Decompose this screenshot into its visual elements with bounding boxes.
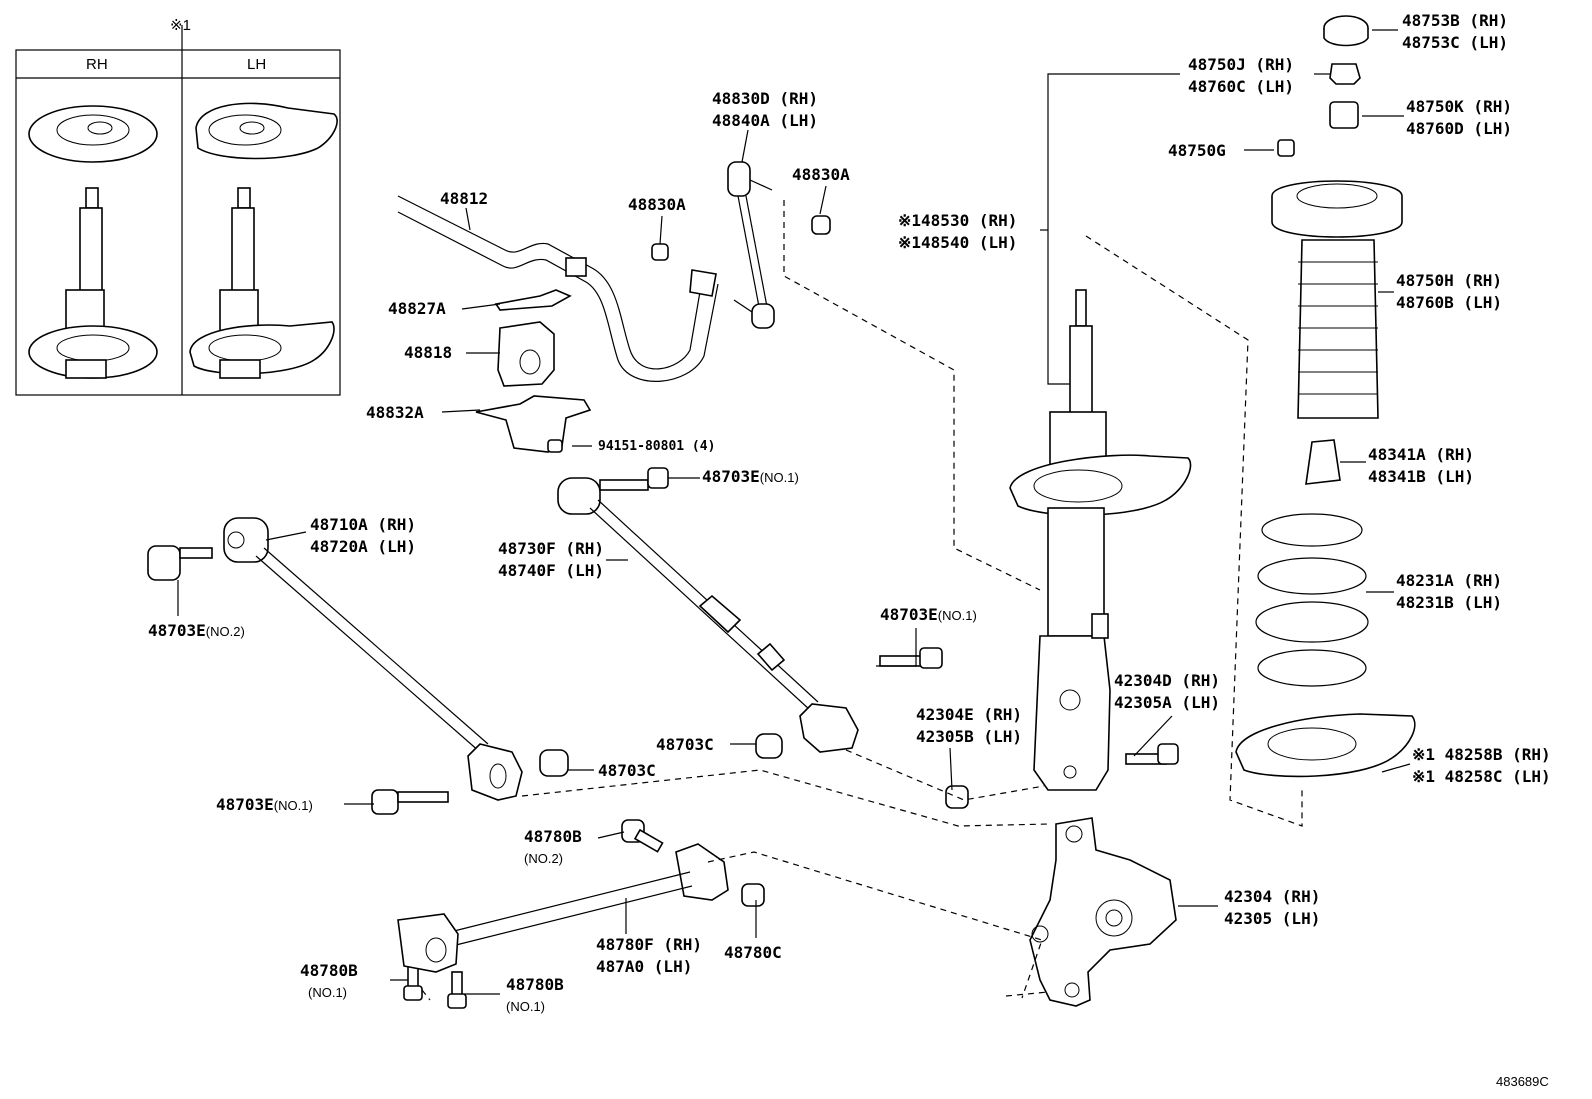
label-48818: 48818 [404,343,453,362]
label-42304e: 42304E (RH)42305B (LH) [916,705,1022,746]
label-48780b-right: 48780B(NO.1) [506,975,564,1014]
stabilizer-bar [397,161,831,382]
label-42304d: 42304D (RH)42305A (LH) [1114,671,1220,712]
spring-components [1235,15,1416,778]
label-48750g: 48750G [1168,141,1226,160]
bushing-brackets [475,289,592,453]
label-48750h: 48750H (RH)48760B (LH) [1396,271,1502,312]
label-48830d: 48830D (RH)48840A (LH) [712,89,818,130]
label-48780f: 48780F (RH)487A0 (LH) [596,935,702,976]
label-48530: ※148530 (RH)※148540 (LH) [898,211,1018,252]
label-48780c: 48780C [724,943,782,962]
inset-box [15,25,341,396]
label-48703c-b: 48703C [598,761,656,780]
label-48750j: 48750J (RH)48760C (LH) [1188,55,1294,96]
label-48832a: 48832A [366,403,424,422]
inset-note: ※1 [170,17,191,34]
label-48703e-top: 48703E(NO.1) [702,467,799,486]
label-48750k: 48750K (RH)48760D (LH) [1406,97,1512,138]
label-42304: 42304 (RH)42305 (LH) [1224,887,1321,928]
label-48710a: 48710A (RH)48720A (LH) [310,515,416,556]
label-48730f: 48730F (RH)48740F (LH) [498,539,604,580]
strut-assembly [1009,289,1192,791]
label-48780b-top: 48780B(NO.2) [524,827,582,866]
label-48231: 48231A (RH)48231B (LH) [1396,571,1502,612]
label-48341: 48341A (RH)48341B (LH) [1368,445,1474,486]
label-48703e-no2: 48703E(NO.2) [148,621,245,640]
label-48703e-mid: 48703E(NO.1) [880,605,977,624]
label-48827a: 48827A [388,299,446,318]
label-94151: 94151-80801 (4) [598,439,716,454]
inset-header-lh: LH [247,56,267,73]
label-48258: ※1 48258B (RH)※1 48258C (LH) [1412,745,1551,786]
assembly-lines [421,200,1303,1001]
leader-lines [177,29,1411,995]
trailing-arm [397,843,729,973]
lateral-arm-no2 [557,467,859,753]
steering-knuckle [1029,817,1177,1007]
label-48812: 48812 [440,189,489,208]
label-48830a-right: 48830A [792,165,850,184]
label-48703e-low: 48703E(NO.1) [216,795,313,814]
label-48830a-left: 48830A [628,195,686,214]
label-48703c-a: 48703C [656,735,714,754]
label-48780b-left: 48780B(NO.1) [300,961,358,1000]
inset-header-rh: RH [86,56,108,73]
figure-id: 483689C [1496,1074,1549,1089]
lateral-arm-no1 [147,517,523,801]
label-48753: 48753B (RH)48753C (LH) [1402,11,1508,52]
